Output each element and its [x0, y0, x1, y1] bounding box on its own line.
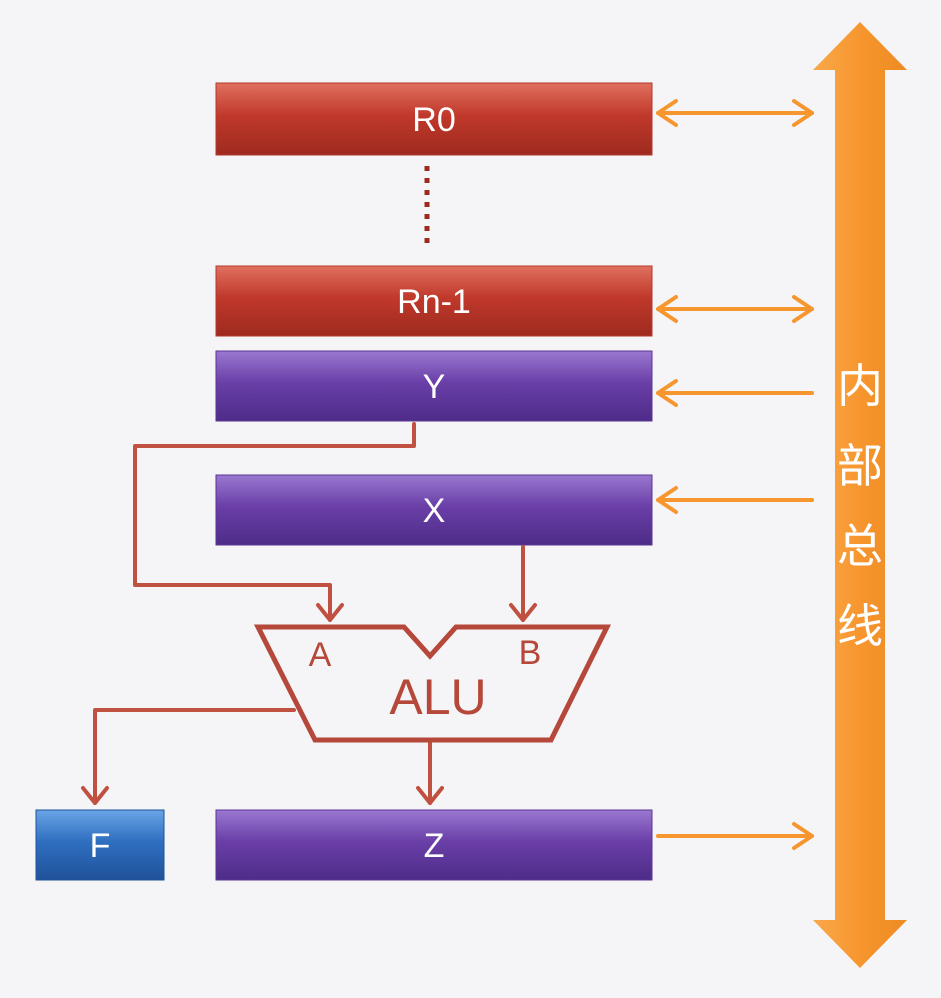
register-x: X [215, 474, 653, 546]
register-y-label: Y [423, 368, 446, 406]
alu-to-f-wire [81, 708, 296, 805]
y-to-alu-a-wire [133, 422, 416, 622]
alu-unit: ALU A B [253, 624, 612, 743]
bus-to-x-arrow [656, 486, 814, 514]
bus-connection-r0 [656, 99, 814, 127]
alu-input-b-label: B [519, 634, 542, 672]
register-rn-1-label: Rn-1 [397, 283, 471, 321]
bus-label-char-2: 部 [837, 439, 883, 493]
alu-input-a-label: A [309, 636, 332, 674]
register-x-label: X [423, 492, 446, 530]
register-f-label: F [90, 827, 111, 865]
bus-to-y-arrow [656, 379, 814, 407]
register-y: Y [215, 350, 653, 422]
bus-label-char-1: 内 [837, 359, 883, 413]
register-z: Z [215, 809, 653, 881]
internal-bus [813, 22, 907, 968]
register-f: F [35, 809, 165, 881]
register-r0-label: R0 [412, 101, 455, 139]
bus-label-char-4: 线 [837, 599, 883, 653]
bus-connection-rn-1 [656, 295, 814, 323]
register-z-label: Z [424, 827, 445, 865]
bus-label-char-3: 总 [837, 519, 883, 573]
alu-to-z-wire [416, 740, 444, 805]
x-to-alu-b-wire [509, 545, 537, 622]
register-rn-1: Rn-1 [215, 265, 653, 337]
register-r0: R0 [215, 82, 653, 156]
z-to-bus-arrow [656, 822, 814, 850]
alu-label: ALU [389, 669, 486, 725]
